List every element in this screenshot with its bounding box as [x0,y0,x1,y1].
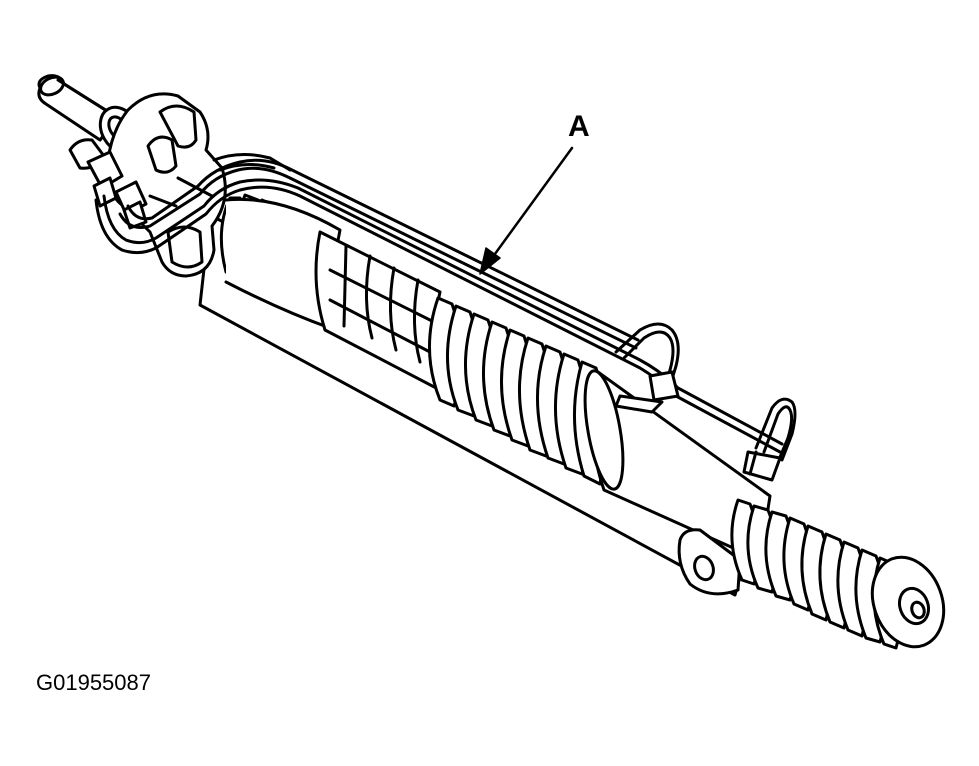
figure-code: G01955087 [36,670,151,695]
left-boot [219,193,342,330]
right-tube [583,369,772,562]
center-boot [427,296,607,486]
right-end-cap [870,555,946,649]
callout-a-leader [479,146,574,275]
line-fittings [614,370,782,482]
callout-label-a: A [568,110,590,143]
mounting-bracket [677,528,742,596]
hydraulic-lines [94,153,797,464]
